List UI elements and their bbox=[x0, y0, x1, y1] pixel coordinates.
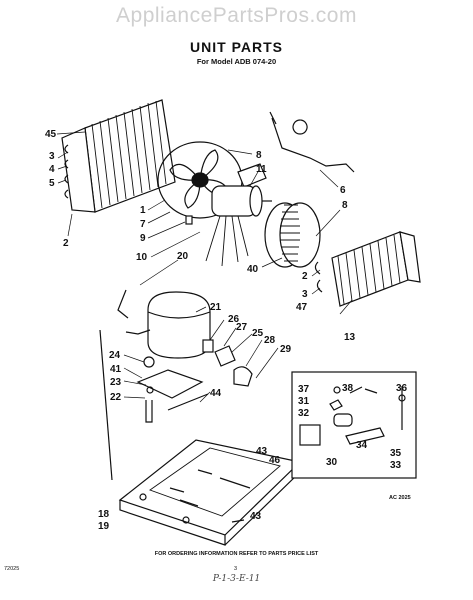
controls-inset bbox=[291, 371, 417, 479]
fan-assembly bbox=[157, 141, 267, 219]
callout-37: 37 bbox=[298, 384, 310, 395]
base-pan bbox=[99, 329, 302, 546]
leader-lines bbox=[56, 131, 353, 403]
callout-3-right: 3 bbox=[302, 289, 308, 300]
callout-8: 8 bbox=[256, 150, 262, 161]
callout-46: 46 bbox=[269, 455, 281, 466]
compressor-mount bbox=[136, 356, 209, 423]
callout-45: 45 bbox=[45, 129, 57, 140]
callout-30: 30 bbox=[326, 457, 338, 468]
callout-23: 23 bbox=[110, 377, 122, 388]
callout-13: 13 bbox=[344, 332, 356, 343]
callout-28: 28 bbox=[264, 335, 276, 346]
callout-5: 5 bbox=[49, 178, 55, 189]
callout-36: 36 bbox=[396, 383, 408, 394]
page-title: UNIT PARTS bbox=[190, 39, 283, 55]
callout-8-right: 8 bbox=[342, 200, 348, 211]
callout-38: 38 bbox=[342, 383, 354, 394]
callout-32: 32 bbox=[298, 408, 310, 419]
callout-21: 21 bbox=[210, 302, 222, 313]
callout-labels: 45 3 4 5 2 1 7 9 10 8 11 6 8 20 40 2 3 4… bbox=[45, 129, 408, 532]
callout-1: 1 bbox=[140, 205, 146, 216]
callout-24: 24 bbox=[109, 350, 121, 361]
callout-20: 20 bbox=[177, 251, 189, 262]
callout-11: 11 bbox=[256, 164, 267, 175]
fan-motor bbox=[185, 185, 272, 267]
callout-44: 44 bbox=[210, 388, 222, 399]
callout-25: 25 bbox=[252, 328, 264, 339]
ordering-footer: FOR ORDERING INFORMATION REFER TO PARTS … bbox=[154, 551, 319, 557]
handwritten-signature: P-1-3-E-11 bbox=[212, 574, 261, 584]
callout-33: 33 bbox=[390, 460, 402, 471]
callout-31: 31 bbox=[298, 396, 310, 407]
callout-27: 27 bbox=[236, 322, 248, 333]
callout-18: 18 bbox=[98, 509, 110, 520]
callout-10: 10 bbox=[136, 252, 148, 263]
callout-6: 6 bbox=[340, 185, 346, 196]
callout-34: 34 bbox=[356, 440, 368, 451]
callout-47: 47 bbox=[296, 302, 308, 313]
callout-9: 9 bbox=[140, 233, 146, 244]
callout-43: 43 bbox=[256, 446, 268, 457]
blower-wheel bbox=[264, 202, 321, 268]
drawing-code: AC 2025 bbox=[389, 495, 411, 501]
evaporator-coil bbox=[314, 231, 421, 307]
overload-parts bbox=[202, 339, 253, 387]
watermark: AppliancePartsPros.com bbox=[116, 4, 357, 27]
callout-43-bottom: 43 bbox=[250, 511, 262, 522]
callout-2-right: 2 bbox=[302, 271, 308, 282]
callout-2: 2 bbox=[63, 238, 69, 249]
compressor bbox=[117, 289, 211, 359]
callout-19: 19 bbox=[98, 521, 110, 532]
capillary-tube bbox=[269, 111, 355, 173]
model-subtitle: For Model ADB 074-20 bbox=[196, 57, 277, 66]
callout-7: 7 bbox=[140, 219, 146, 230]
callout-35: 35 bbox=[390, 448, 402, 459]
condenser-coil bbox=[61, 99, 176, 213]
page-number: 3 bbox=[234, 566, 238, 572]
left-code: 72025 bbox=[4, 566, 20, 572]
callout-3: 3 bbox=[49, 151, 55, 162]
callout-26: 26 bbox=[228, 314, 240, 325]
callout-41: 41 bbox=[110, 364, 122, 375]
callout-29: 29 bbox=[280, 344, 292, 355]
callout-22: 22 bbox=[110, 392, 122, 403]
callout-40: 40 bbox=[247, 264, 259, 275]
callout-4: 4 bbox=[49, 164, 55, 175]
